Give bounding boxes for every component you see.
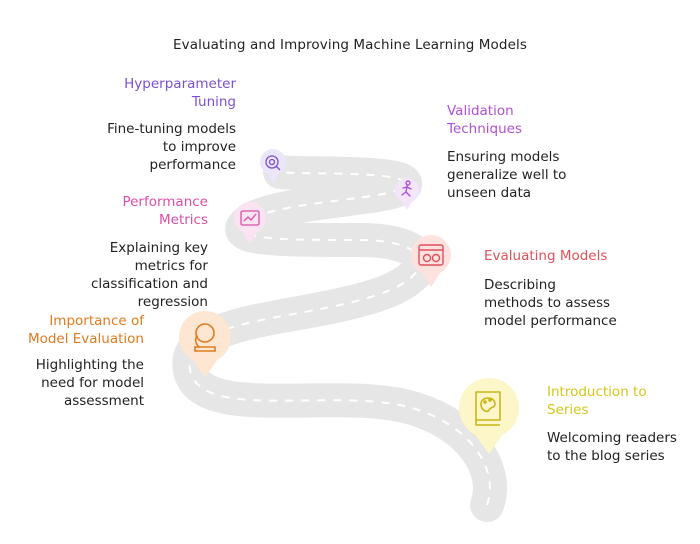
- milestone-label-importance: Importance of Model Evaluation: [27, 313, 144, 347]
- milestone-label-validation: Validation Techniques: [447, 103, 523, 137]
- milestone-label-performance: Performance Metrics: [122, 194, 208, 228]
- pin-hyper: [259, 149, 286, 183]
- milestone-desc-importance: Highlighting the need for model assessme…: [35, 357, 144, 409]
- pin-importance: [179, 311, 231, 377]
- road: [172, 155, 507, 522]
- milestone-desc-performance: Explaining key metrics for classificatio…: [90, 240, 208, 310]
- gear-search-icon: [265, 155, 281, 171]
- pin-performance: [234, 202, 266, 244]
- milestone-desc-validation: Ensuring models generalize well to unsee…: [447, 149, 567, 201]
- milestone-desc-intro: Welcoming readers to the blog series: [547, 430, 677, 464]
- pin-intro: [459, 378, 519, 454]
- milestone-label-hyper: Hyperparameter Tuning: [124, 76, 236, 110]
- milestone-desc-hyper: Fine-tuning models to improve performanc…: [107, 121, 236, 173]
- running-person-icon: [401, 180, 412, 197]
- milestone-desc-evaluating: Describing methods to assess model perfo…: [484, 277, 617, 329]
- browser-window-icon: [418, 244, 444, 266]
- milestone-label-evaluating: Evaluating Models: [484, 248, 608, 264]
- milestone-label-intro: Introduction to Series: [547, 384, 647, 418]
- pin-evaluating: [411, 235, 451, 287]
- diagram-title: Evaluating and Improving Machine Learnin…: [173, 37, 527, 53]
- book-palette-icon: [475, 391, 501, 426]
- line-chart-icon: [240, 210, 260, 226]
- pin-validation: [395, 178, 419, 210]
- magnifier-icon: [194, 323, 216, 352]
- road-center-line: [188, 171, 491, 506]
